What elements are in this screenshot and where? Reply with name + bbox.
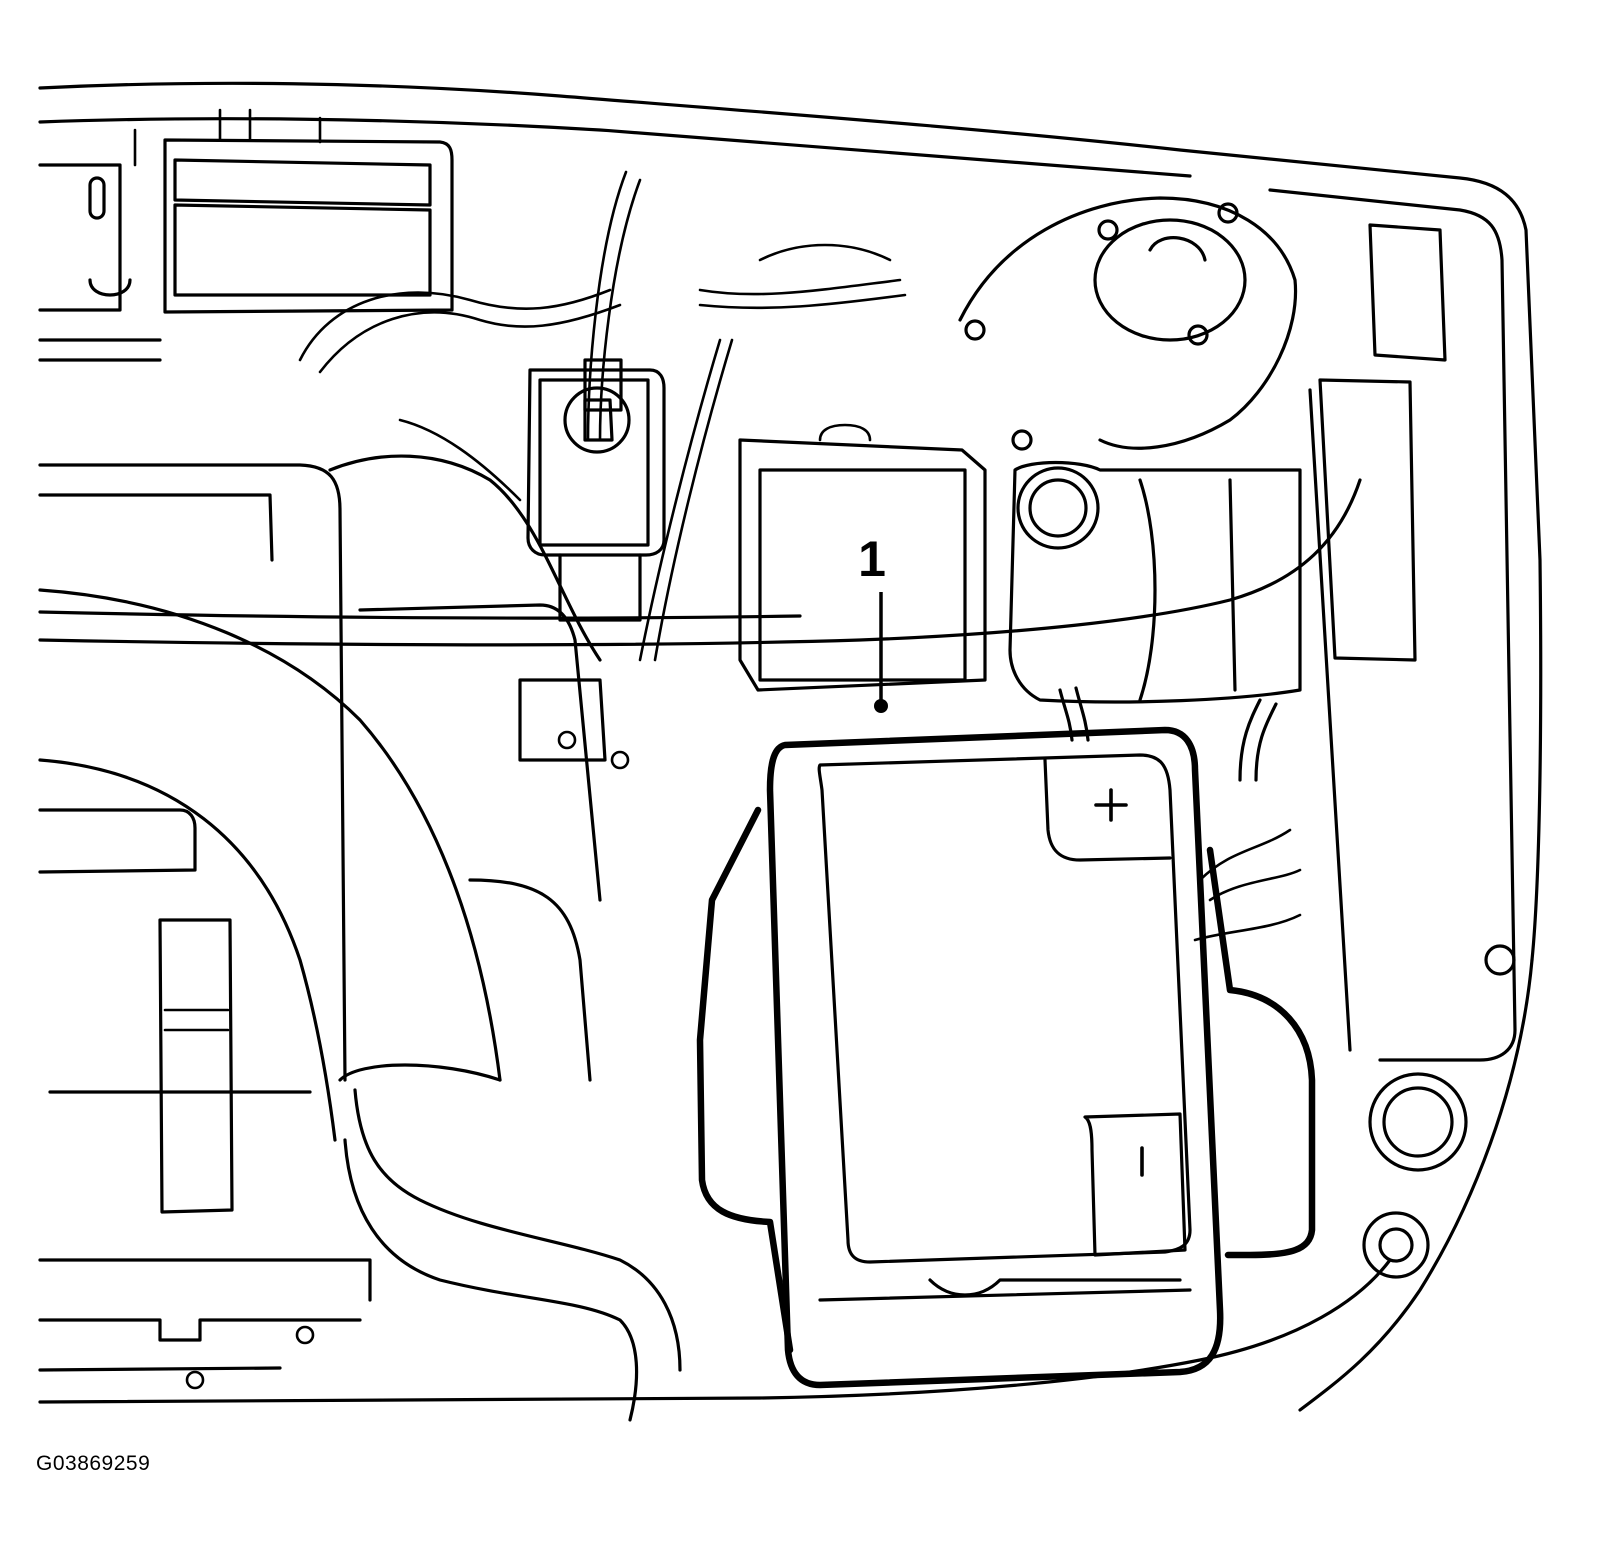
bay-bottom-edge [38, 1258, 1392, 1404]
figure-id-label: G03869259 [36, 1452, 151, 1475]
cowl-panel [38, 108, 454, 362]
callout-1: 1 [858, 531, 888, 713]
callout-number: 1 [858, 531, 886, 587]
fender-panel [1268, 188, 1517, 1279]
callout-dot [874, 699, 888, 713]
wiring-harness [298, 170, 907, 662]
positive-terminal-icon [1094, 788, 1128, 822]
radiator-support [38, 808, 372, 1390]
brake-master-cylinder [526, 358, 666, 622]
battery-cables [1058, 686, 1302, 942]
battery [766, 726, 1224, 1389]
battery-tray [696, 806, 1316, 1354]
engine-bay-outline [38, 81, 1543, 1412]
intake-hose [338, 1063, 682, 1422]
strut-tower [958, 196, 1298, 451]
coolant-reservoir [1008, 460, 1302, 704]
relay-box [738, 423, 987, 692]
air-intake-duct [38, 454, 630, 1142]
